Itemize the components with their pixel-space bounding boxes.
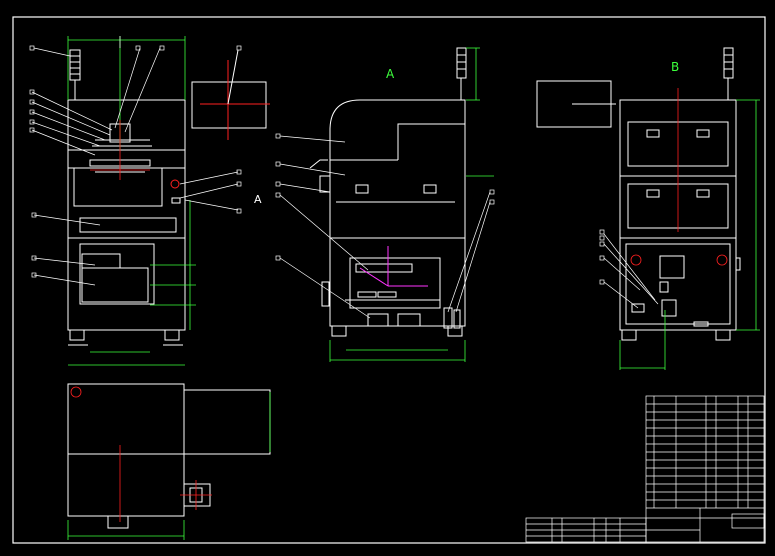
view-b-callout-tags	[599, 229, 605, 285]
view-b	[619, 47, 741, 341]
view-a-axes	[359, 246, 428, 287]
front-machine-body	[67, 99, 186, 331]
front-top-box	[191, 49, 270, 140]
front-leader-lines	[31, 36, 239, 286]
view-b-dimensions	[619, 99, 760, 370]
view-a	[309, 47, 467, 337]
view-a-callout-tags	[275, 133, 495, 261]
view-b-signal-tower	[723, 47, 734, 79]
front-callout-tags	[29, 45, 242, 278]
view-a-hood	[329, 99, 466, 239]
view-a-label: A	[386, 67, 395, 81]
view-a-signal-tower	[456, 47, 467, 79]
top-view-body	[67, 383, 185, 517]
view-b-leader-lines	[603, 233, 659, 309]
front-center-lines	[90, 120, 150, 180]
top-view-center-lines	[70, 386, 212, 522]
rear-side-box	[536, 80, 616, 128]
top-view	[67, 383, 271, 529]
section-marker-label: A	[254, 193, 262, 206]
front-dimensions	[67, 36, 196, 366]
drawing-frame	[12, 16, 766, 544]
front-signal-tower	[69, 49, 81, 81]
view-b-label: B	[671, 60, 679, 74]
title-block	[525, 395, 765, 543]
front-view	[67, 49, 186, 346]
view-a-dimensions	[329, 47, 494, 362]
view-a-leader-lines	[279, 135, 491, 319]
view-b-center-lines	[630, 88, 728, 266]
top-view-dimensions	[67, 392, 271, 540]
